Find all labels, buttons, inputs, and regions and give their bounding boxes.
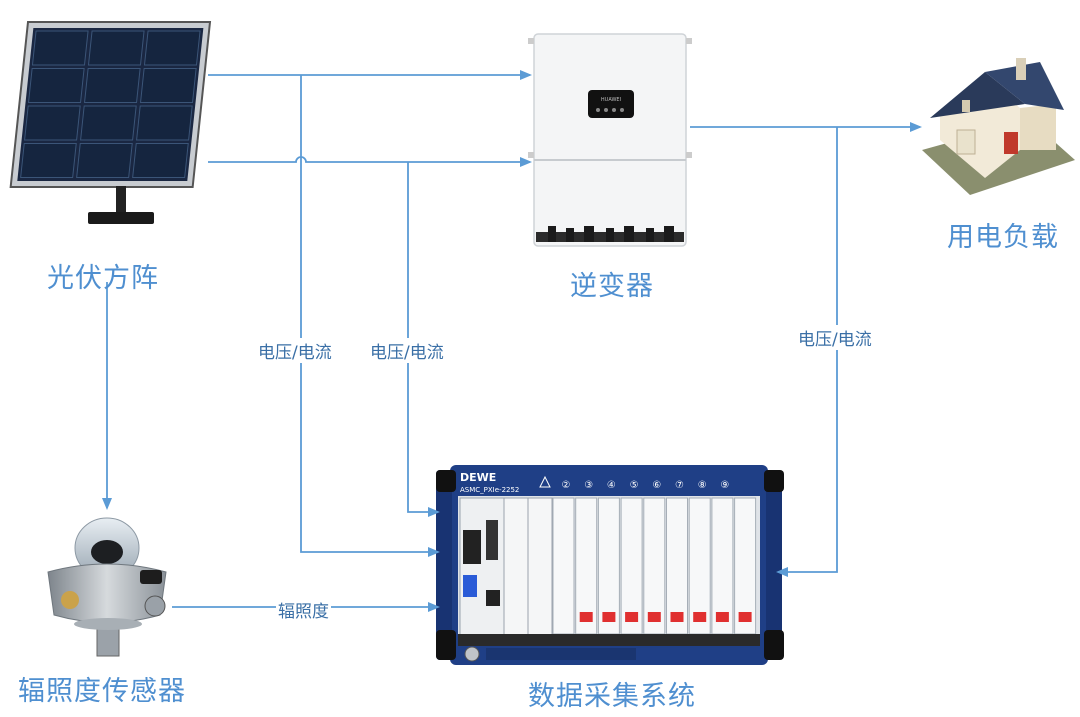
irradiance-sensor-label: 辐照度传感器 [18,676,186,707]
edge-label-pv-daq-2: 电压/电流 [368,338,446,363]
edge-pv-to-daq-1 [300,75,440,557]
daq-slot-number: ③ [584,480,593,491]
edge-pv-to-daq-2 [407,162,440,517]
daq-model: ASMC_PXIe-2252 [460,486,519,494]
daq-slot-number: ⑤ [630,480,639,491]
daq-system-label: 数据采集系统 [528,681,696,712]
edge-label-inverter-daq: 电压/电流 [796,325,874,350]
edge-inverter-to-daq [776,127,838,577]
inverter-image: HUAWEI [528,33,692,247]
daq-slot-number: ⑨ [720,480,729,491]
daq-brand: DEWE [460,471,496,484]
daq-chassis-image: DEWE ASMC_PXIe-2252 ② ③ ④ ⑤ ⑥ ⑦ ⑧ ⑨ [436,465,784,665]
daq-slot-number: ⑧ [698,480,707,491]
irradiance-sensor-image [47,517,167,657]
daq-slot-number: ⑦ [675,480,684,491]
solar-panel-image [9,21,212,224]
daq-slot-number: ④ [607,480,616,491]
house-image [922,58,1075,195]
daq-slot-number: ⑥ [652,480,661,491]
inverter-brand: HUAWEI [601,97,621,103]
daq-slot-number: ② [562,480,571,491]
edge-pv-to-inverter-bottom [208,156,532,167]
load-label: 用电负载 [947,222,1059,253]
inverter-label: 逆变器 [570,271,654,302]
edge-label-sensor-daq: 辐照度 [276,597,331,622]
edge-label-pv-daq-1: 电压/电流 [256,338,334,363]
pv-array-label: 光伏方阵 [47,263,159,294]
